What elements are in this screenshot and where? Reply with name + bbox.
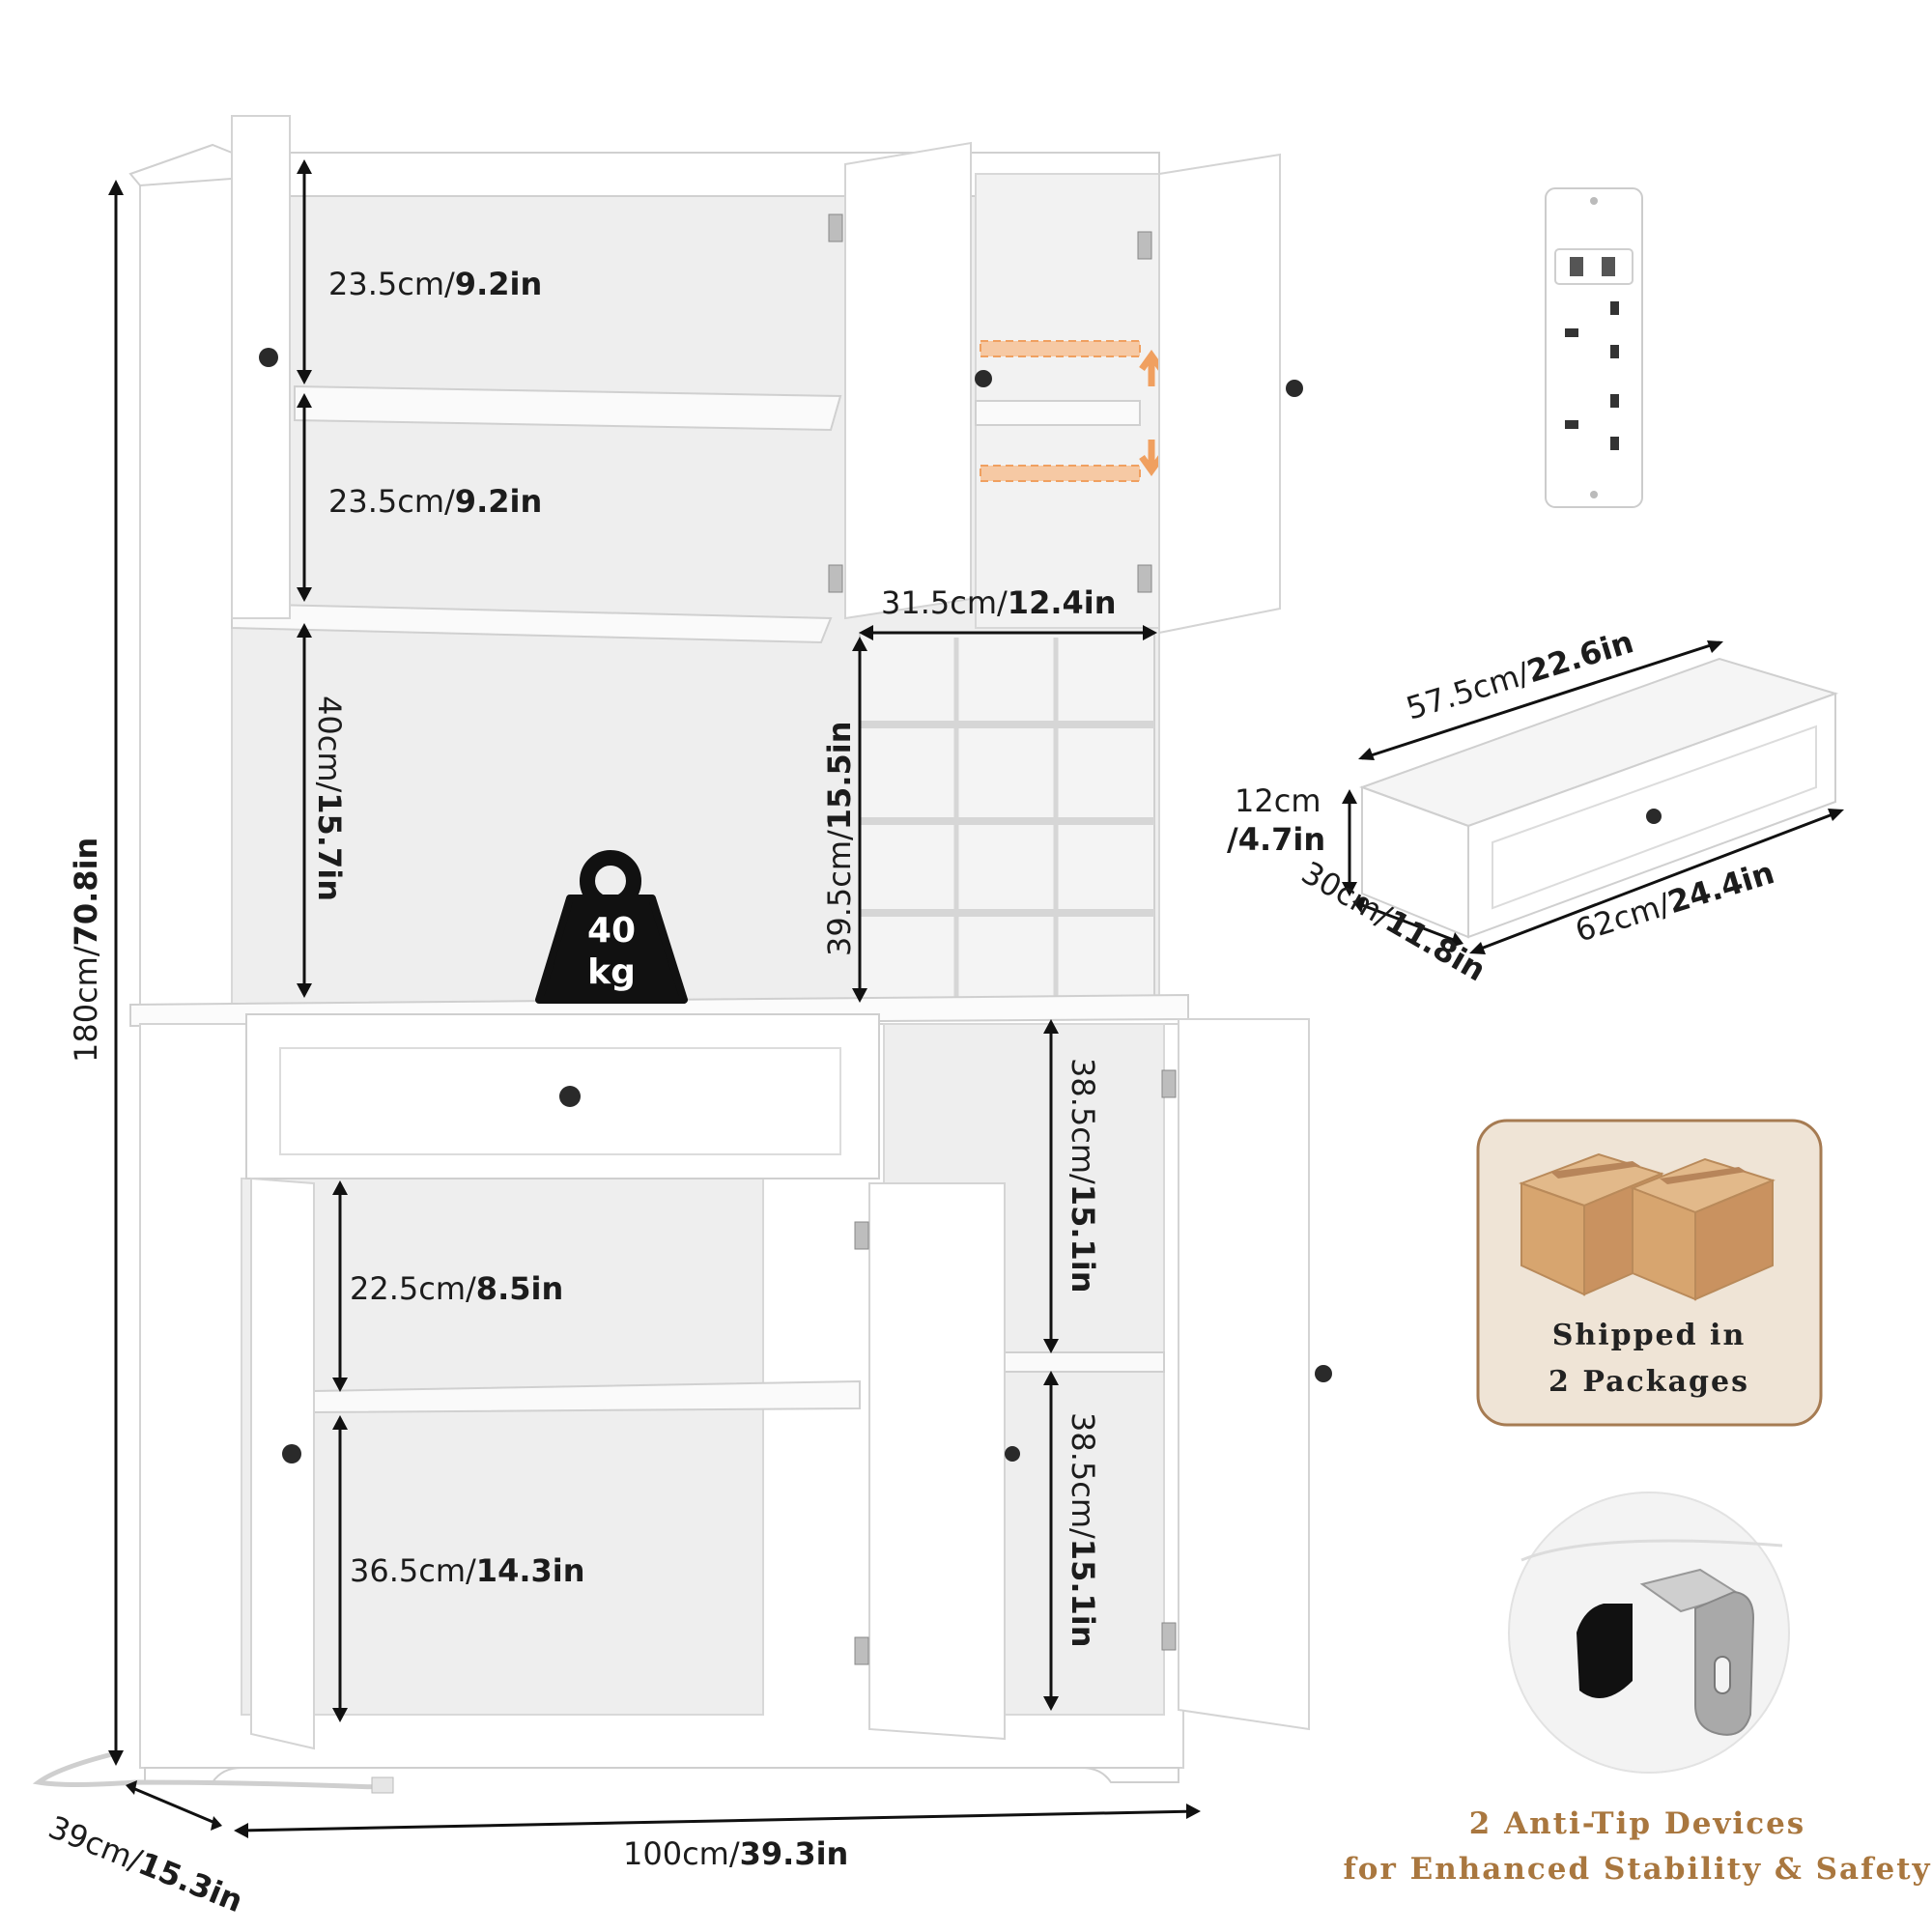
adjustable-shelf-marker-bottom [980, 465, 1141, 482]
lower-left-door-knob-icon [282, 1444, 301, 1463]
upper-right-door-knob-icon [1286, 380, 1303, 397]
shipping-line-1: Shipped in [1552, 1319, 1747, 1352]
hinge-icon [854, 1221, 869, 1250]
shipping-info-card: Shipped in 2 Packages [1476, 1119, 1823, 1427]
upper-left-door [231, 115, 291, 619]
weight-value: 40 [587, 911, 636, 951]
hinge-icon [1137, 564, 1152, 593]
hinge-icon [828, 213, 843, 242]
power-cord [32, 1750, 378, 1790]
hinge-icon [828, 564, 843, 593]
upper-left-door-knob-icon [259, 348, 278, 367]
lower-middle-door-knob-icon [1005, 1446, 1020, 1462]
dim-lower-right-bottom: 38.5cm/15.1in [1065, 1412, 1101, 1648]
adjust-up-arrow-icon [1139, 349, 1164, 386]
usb-ports-icon [1554, 248, 1634, 285]
drawer-knob-icon [559, 1086, 581, 1107]
lower-middle-door [868, 1182, 1006, 1741]
anti-tip-line-1: 2 Anti-Tip Devices [1469, 1806, 1806, 1841]
power-outlet-panel [1545, 187, 1643, 508]
dimension-arrows [108, 159, 1201, 1838]
drawer-detail: 57.5cm/22.6in 12cm /4.7in 30cm/11.8in 62… [1227, 623, 1844, 988]
lower-left-interior [241, 1178, 764, 1716]
upper-right-shelf [975, 400, 1141, 426]
dim-wine-rack-height: 39.5cm/15.5in [821, 722, 858, 957]
drawer-panel-inset [279, 1047, 841, 1155]
adjust-down-arrow-icon [1139, 440, 1164, 477]
lower-right-door [1178, 1018, 1310, 1731]
dim-drawer-height-cm: 12cm [1235, 782, 1321, 819]
dim-width: 100cm/39.3in [623, 1835, 848, 1872]
cabinet [32, 115, 1332, 1794]
drawer-detail-knob-icon [1646, 809, 1662, 824]
weight-unit: kg [587, 952, 636, 992]
package-box-icon [1630, 1157, 1776, 1301]
hinge-icon [1137, 231, 1152, 260]
socket-icon [1565, 394, 1619, 450]
dim-total-height: 180cm/70.8in [68, 838, 104, 1063]
cutout-icon [1577, 1604, 1633, 1698]
lower-left-door [250, 1177, 315, 1750]
adjustable-shelf-marker-top [980, 340, 1141, 357]
lower-right-shelf [1004, 1351, 1165, 1373]
shipping-line-2: 2 Packages [1548, 1365, 1749, 1399]
weight-capacity-badge: 40 kg [535, 850, 688, 1004]
hinge-icon [854, 1636, 869, 1665]
upper-middle-door-knob-icon [975, 370, 992, 387]
dim-lower-left-top: 22.5cm/8.5in [350, 1270, 563, 1307]
dim-lower-right-top: 38.5cm/15.1in [1065, 1058, 1101, 1293]
upper-middle-door [844, 141, 972, 620]
anti-tip-detail: 2 Anti-Tip Devices for Enhanced Stabilit… [1343, 1492, 1931, 1887]
dim-upper-shelf-1: 23.5cm/9.2in [328, 266, 542, 302]
package-box-icon [1519, 1152, 1664, 1296]
upper-right-door [1158, 153, 1281, 635]
hinge-icon [1161, 1069, 1177, 1098]
plug-icon [371, 1776, 394, 1794]
cabinet-top-trim [128, 143, 233, 187]
wine-rack [859, 632, 1155, 1006]
dim-open-shelf: 40cm/15.7in [311, 696, 348, 901]
lower-right-door-knob-icon [1315, 1365, 1332, 1382]
dim-lower-left-bottom: 36.5cm/14.3in [350, 1552, 585, 1589]
dim-upper-shelf-2: 23.5cm/9.2in [328, 483, 542, 520]
upper-shelf-2 [231, 602, 833, 644]
anti-tip-line-2: for Enhanced Stability & Safety [1343, 1852, 1931, 1887]
socket-icon [1565, 301, 1619, 358]
upper-shelf-1 [294, 384, 842, 432]
dim-wine-rack-width: 31.5cm/12.4in [881, 584, 1117, 621]
dim-drawer-height-in: /4.7in [1227, 821, 1325, 858]
anti-tip-bracket-icon [1639, 1568, 1755, 1736]
cabinet-base [144, 1767, 1179, 1783]
hinge-icon [1161, 1622, 1177, 1651]
